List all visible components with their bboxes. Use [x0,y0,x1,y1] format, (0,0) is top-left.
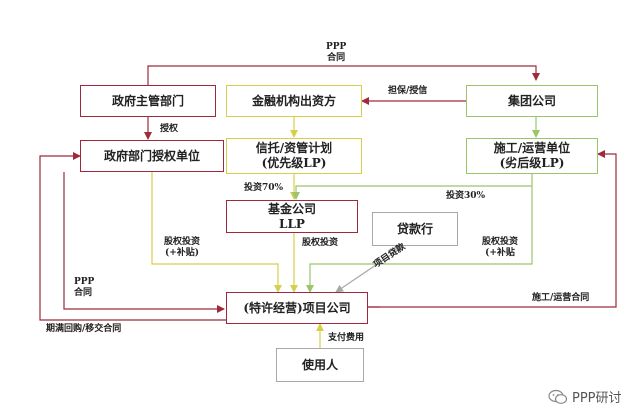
label-guarantee: 担保/授信 [388,86,428,96]
node-project: (特许经营)项目公司 [226,292,368,324]
label-invest30: 投资30% [446,191,486,201]
watermark: PPP研讨 [548,387,622,406]
node-trust-line2: (优先级LP) [261,156,327,170]
label-ppp-top: PPP 合同 [326,42,346,64]
label-buyback: 期满回购/移交合同 [46,324,122,334]
label-ppp-left-line2: 合同 [74,288,93,298]
label-equity-left-line1: 股权投资 [164,237,201,247]
node-trust: 信托/资管计划 (优先级LP) [226,138,362,174]
node-gov-auth-label: 政府部门授权单位 [103,148,200,163]
label-ppp-left-line1: PPP [74,277,95,287]
label-ppp-top-line2: 合同 [327,53,346,63]
label-ppp-top-line1: PPP [326,42,347,52]
edge-ppp-left [63,172,225,313]
node-project-label: (特许经营)项目公司 [243,300,351,315]
node-gov-dept-label: 政府主管部门 [111,93,184,108]
edge-project-loan [335,245,405,293]
label-pay-fee: 支付费用 [328,333,365,343]
node-user: 使用人 [276,348,364,382]
label-equity-right-line1: 股权投资 [482,237,519,247]
node-fund-line1: 基金公司 [267,201,316,216]
node-construct-line1: 施工/运营单位 [493,141,571,155]
edge-buyback [39,152,226,321]
edge-equity-left [151,172,282,293]
label-invest70: 投资70% [244,183,284,193]
node-group: 集团公司 [466,85,598,117]
label-construct-contract: 施工/运营合同 [532,293,590,303]
edge-invest30 [292,174,533,200]
label-equity-right: 股权投资 (+补贴 [482,237,518,259]
edge-construct-contract [368,153,617,308]
node-fin-inst-label: 金融机构出资方 [251,93,336,108]
node-fund: 基金公司 LLP [226,200,358,233]
node-user-label: 使用人 [301,357,338,372]
label-equity-right-line2: (+补贴 [485,248,515,258]
node-group-label: 集团公司 [507,93,556,108]
node-construct: 施工/运营单位 (劣后级LP) [466,138,598,174]
node-bank: 贷款行 [372,212,458,246]
wechat-icon [548,389,568,404]
edge-ppp-top [147,65,540,85]
node-construct-line2: (劣后级LP) [499,156,565,170]
label-equity-left-line2: (+补贴) [164,248,200,258]
label-equity-mid: 股权投资 [302,238,339,248]
label-authorize: 授权 [160,124,179,134]
node-fund-line2: LLP [279,216,305,231]
edge-equity-right [306,186,533,293]
node-fin-inst: 金融机构出资方 [226,85,362,117]
node-trust-line1: 信托/资管计划 [255,141,333,155]
node-bank-label: 贷款行 [396,221,433,236]
label-ppp-left: PPP 合同 [74,277,94,299]
node-gov-auth: 政府部门授权单位 [80,140,224,172]
label-equity-left: 股权投资 (+补贴) [164,237,200,259]
watermark-text: PPP研讨 [572,391,622,406]
node-gov-dept: 政府主管部门 [80,85,216,117]
